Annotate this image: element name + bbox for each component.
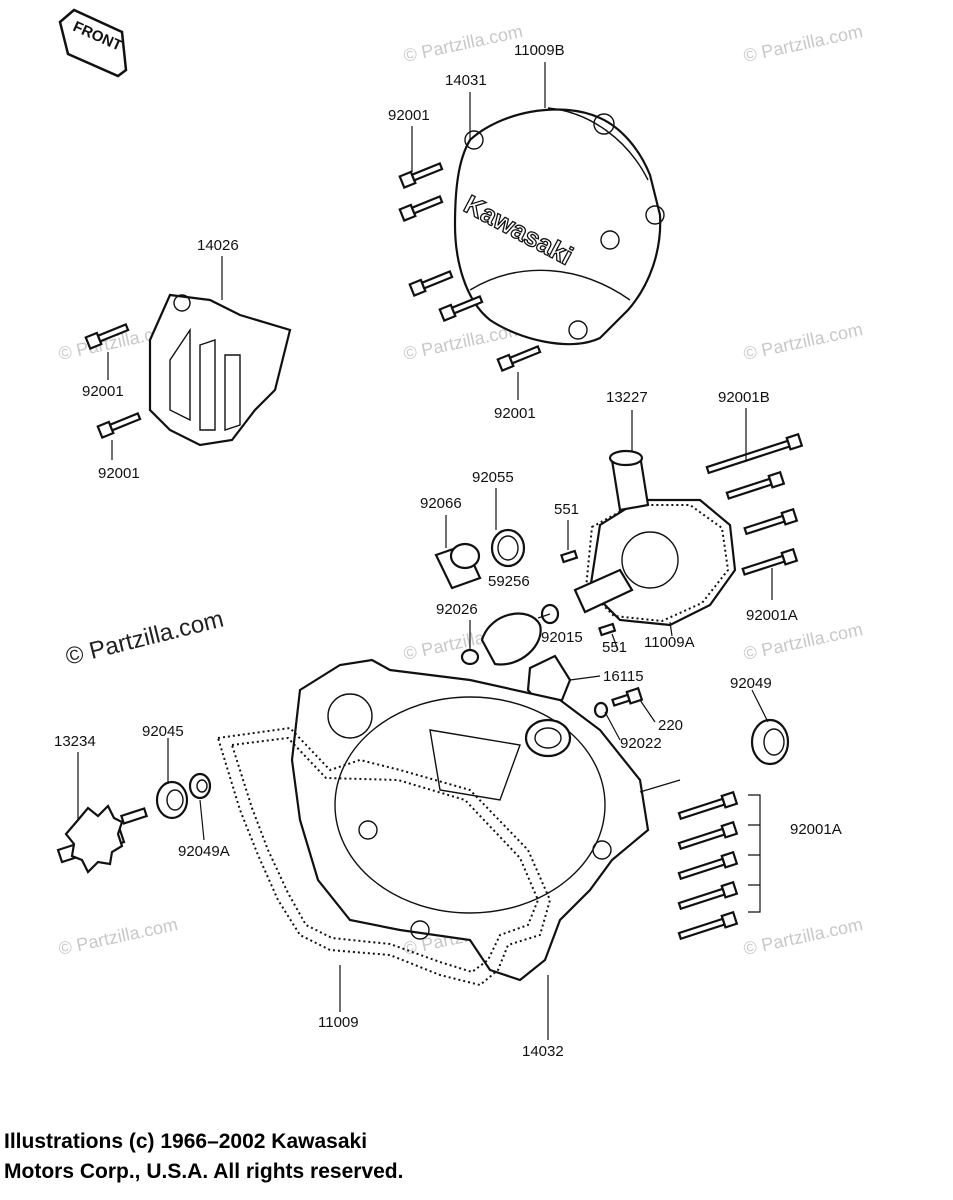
label-92045: 92045: [142, 723, 184, 740]
label-16115: 16115: [603, 668, 644, 685]
label-92001: 92001: [82, 383, 124, 400]
label-11009B: 11009B: [514, 42, 565, 59]
watermark: © Partzilla.com: [57, 914, 180, 959]
watermark: © Partzilla.com: [742, 21, 865, 66]
label-11009: 11009: [318, 1014, 359, 1031]
label-92049A: 92049A: [178, 843, 230, 860]
bolts-crankcase-cover: [677, 790, 761, 941]
label-92049: 92049: [730, 675, 772, 692]
parts-diagram: © Partzilla.com © Partzilla.com © Partzi…: [54, 8, 865, 1060]
sprocket-cover: [148, 293, 292, 447]
label-551: 551: [554, 501, 579, 518]
label-59256: 59256: [488, 573, 530, 590]
seal-92049A: [188, 772, 212, 800]
watermark: © Partzilla.com: [742, 319, 865, 364]
watermark: © Partzilla.com: [742, 914, 865, 959]
clutch-cover: Kawasaki: [453, 107, 665, 346]
filler-cap: [526, 654, 644, 719]
bolts-pump-cover: [705, 432, 804, 576]
water-pump-cover: [573, 449, 737, 627]
label-92001: 92001: [98, 465, 140, 482]
label-92015: 92015: [541, 629, 583, 646]
crankcase-cover: [290, 658, 650, 982]
label-11009A: 11009A: [644, 634, 695, 651]
label-92001: 92001: [494, 405, 536, 422]
label-92055: 92055: [472, 469, 514, 486]
bolts-clutch-cover: [398, 162, 542, 372]
bolts-sprocket-cover: [84, 323, 142, 439]
copyright-line-1: Illustrations (c) 1966–2002 Kawasaki: [4, 1130, 368, 1153]
label-14031: 14031: [445, 72, 487, 89]
label-92066: 92066: [420, 495, 462, 512]
label-92022: 92022: [620, 735, 662, 752]
label-551: 551: [602, 639, 627, 656]
label-92001B: 92001B: [718, 389, 770, 406]
label-92001: 92001: [388, 107, 430, 124]
label-13234: 13234: [54, 733, 96, 750]
leader-lines: [77, 62, 773, 1040]
impeller-shaft: [56, 804, 149, 874]
label-220: 220: [658, 717, 683, 734]
label-92001A: 92001A: [746, 607, 798, 624]
watermark: © Partzilla.com: [742, 619, 865, 664]
pump-small-parts: [434, 528, 617, 666]
label-14032: 14032: [522, 1043, 564, 1060]
front-arrow-tag: FRONT: [58, 8, 128, 78]
watermark: © Partzilla.com: [402, 21, 525, 66]
part-labels: 11009B 14031 92001 14026 92001 92001 920…: [54, 42, 842, 1060]
watermark-main: © Partzilla.com: [63, 606, 226, 671]
label-92026: 92026: [436, 601, 478, 618]
copyright-line-2: Motors Corp., U.S.A. All rights reserved…: [4, 1160, 404, 1183]
bearing-92045: [155, 780, 189, 820]
label-92001A: 92001A: [790, 821, 842, 838]
bearing-92049: [750, 718, 790, 766]
label-13227: 13227: [606, 389, 648, 406]
label-14026: 14026: [197, 237, 239, 254]
